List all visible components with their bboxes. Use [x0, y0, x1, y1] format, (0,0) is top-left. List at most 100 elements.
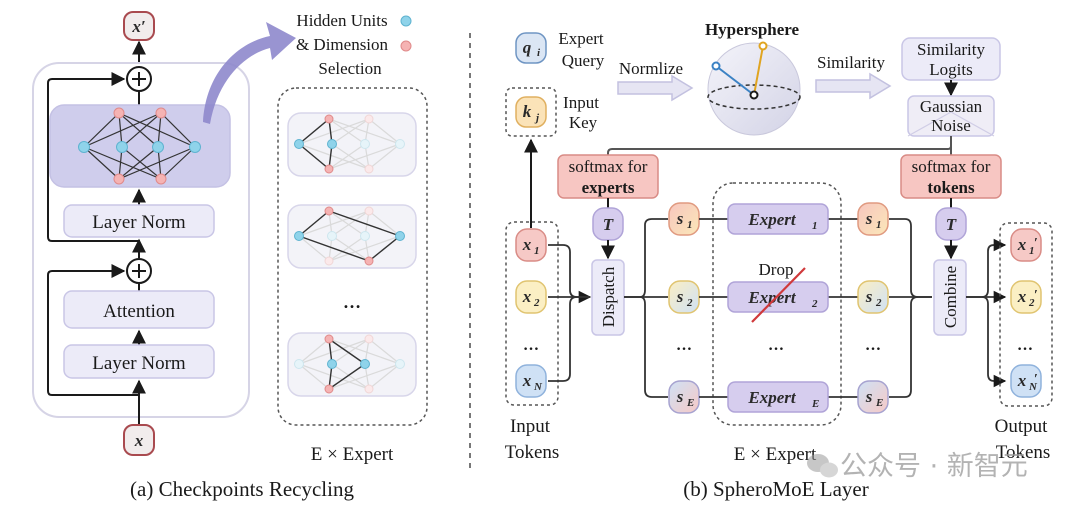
normalize-arrow-icon: [617, 74, 694, 102]
hidden-unit-node: [294, 231, 304, 241]
experts-label-b: E × Expert: [734, 444, 817, 465]
node-subscript: 1: [1029, 245, 1035, 257]
dimension-swatch: [400, 40, 412, 52]
input-tokens-label-1: Input: [510, 416, 551, 437]
node-shape: [857, 202, 889, 236]
input-tokens-label-2: Tokens: [505, 442, 560, 463]
ffn-network: [78, 107, 201, 185]
node-shape: [857, 280, 889, 314]
experts-ellipsis-b: …: [768, 337, 784, 354]
noise-routing-line: [607, 136, 952, 155]
xN-to-dispatch: [548, 296, 578, 382]
active-edge: [328, 210, 401, 237]
hidden-unit-node: [360, 359, 370, 369]
svg-text:tokens: tokens: [927, 178, 975, 197]
node-shape: [515, 280, 547, 314]
input-node-x: x: [123, 424, 155, 456]
dimension-node: [155, 107, 167, 119]
subnetwork-box: [287, 112, 417, 177]
input-tokens-ellipsis: …: [523, 337, 539, 354]
active-edge: [298, 210, 330, 237]
hidden-unit-node: [116, 141, 128, 153]
expert-name: Expert: [747, 388, 797, 407]
dimension-node: [364, 114, 374, 124]
dispatch-to-sE: [639, 296, 668, 398]
inactive-edge: [298, 143, 370, 170]
svg-text:Noise: Noise: [931, 116, 971, 135]
inactive-edge: [298, 338, 330, 365]
svg-text:Gaussian: Gaussian: [920, 97, 983, 116]
residual-add-top: [126, 66, 152, 92]
node-prime: ′: [1034, 236, 1038, 251]
node-subscript: N: [1028, 381, 1038, 393]
inactive-edge: [328, 143, 366, 170]
svg-text:公众号 · 新智元: 公众号 · 新智元: [840, 451, 1028, 482]
dimension-node: [324, 384, 334, 394]
dimension-node: [324, 206, 334, 216]
caption-a: (a) Checkpoints Recycling: [130, 477, 354, 501]
node-subscript: N: [533, 381, 543, 393]
inactive-edge: [298, 363, 370, 390]
expert-subnetwork-2: [287, 204, 417, 269]
layer-norm-top: [63, 204, 215, 238]
layer-norm-top-label: Layer Norm: [92, 212, 186, 233]
node-shape: [668, 202, 700, 236]
attention-label: Attention: [103, 301, 175, 322]
inactive-edge: [368, 363, 401, 390]
node-subscript: E: [875, 397, 883, 409]
ffn-edge: [118, 146, 196, 180]
inactive-edge: [298, 363, 330, 390]
ffn-block: [49, 104, 231, 188]
sE-to-combine: [889, 296, 919, 398]
node-symbol: x: [1017, 287, 1027, 306]
inactive-edge: [331, 363, 370, 390]
svg-text:Combine: Combine: [941, 266, 960, 328]
node-symbol: x: [1017, 235, 1027, 254]
node-subscript: 2: [533, 297, 540, 309]
active-edge: [298, 143, 330, 170]
dimension-node: [113, 107, 125, 119]
node-shape: [515, 228, 547, 262]
hidden-unit-node: [395, 139, 405, 149]
inactive-edge: [331, 118, 370, 145]
svg-text:x: x: [134, 431, 144, 450]
dimension-node: [324, 164, 334, 174]
inactive-edge: [328, 338, 401, 365]
inactive-edge: [298, 235, 330, 262]
hidden-unit-node: [294, 139, 304, 149]
panel-b-spheromoe-layer: q i Expert Query k j Input Key Normlize …: [505, 20, 1053, 501]
node-symbol: s: [865, 387, 873, 406]
softmax-tokens-box: softmax for tokens: [900, 154, 1002, 199]
inactive-edge: [328, 235, 366, 262]
svg-text:T: T: [603, 215, 614, 234]
inactive-edge: [328, 118, 401, 145]
expert-subscript: 1: [812, 220, 818, 232]
inactive-edge: [368, 210, 401, 237]
active-edge: [298, 118, 330, 145]
node-shape: [1010, 280, 1042, 314]
residual-add-bottom: [126, 258, 152, 284]
inactive-edge: [331, 338, 370, 365]
hidden-unit-node: [327, 231, 337, 241]
node-subscript: 2: [1028, 297, 1035, 309]
hypersphere-icon: [707, 41, 801, 136]
expert-query-node: q i: [515, 32, 547, 64]
node-subscript: 1: [687, 219, 693, 231]
node-symbol: x: [522, 235, 532, 254]
experts-label-a: E × Expert: [311, 444, 394, 465]
active-edge: [328, 363, 366, 390]
ffn-edge: [83, 146, 120, 180]
svg-text:softmax for: softmax for: [569, 157, 648, 176]
dimension-node: [364, 334, 374, 344]
svg-text:x′: x′: [131, 17, 145, 36]
node-subscript: E: [686, 397, 694, 409]
inactive-edge: [368, 143, 401, 170]
expert-subscript: 2: [811, 298, 818, 310]
hidden-unit-swatch: [400, 15, 412, 27]
